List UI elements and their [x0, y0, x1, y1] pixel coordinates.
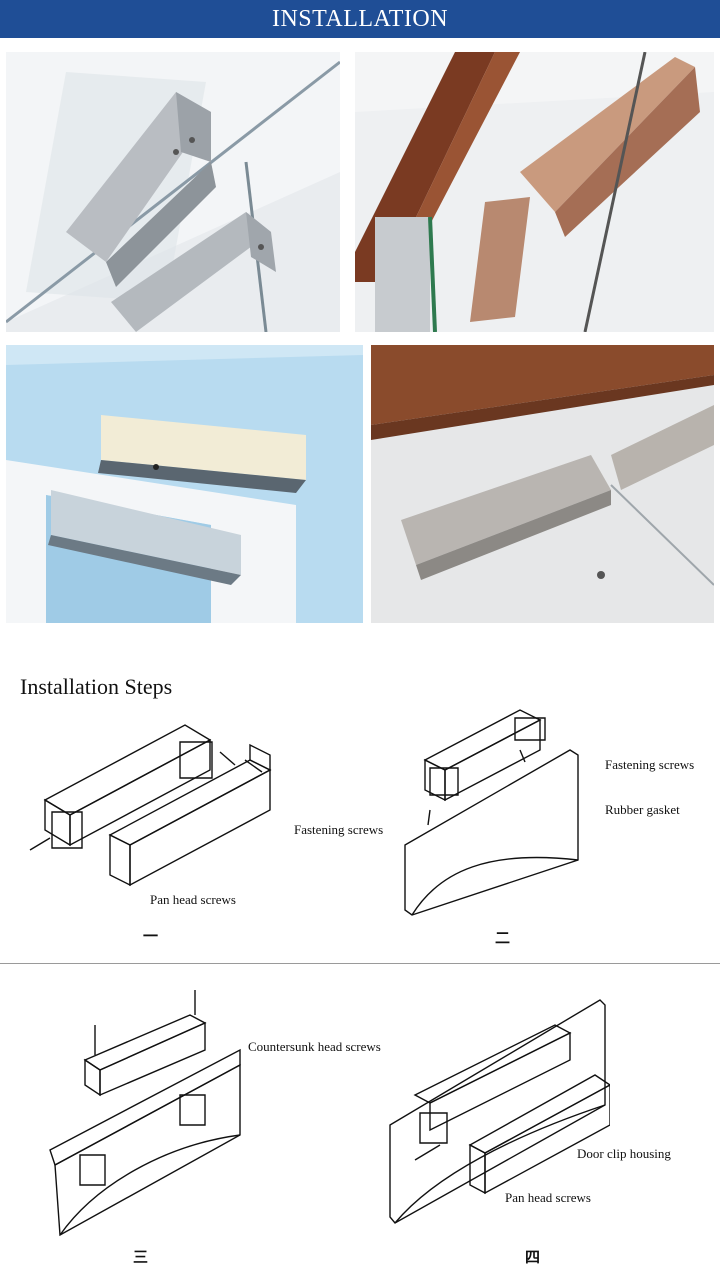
- label-fastening-screws-2: Fastening screws: [605, 757, 695, 772]
- label-rubber-gasket: Rubber gasket: [605, 802, 680, 817]
- label-door-clip-housing: Door clip housing: [577, 1146, 671, 1161]
- photo-bracket-glass-1: [6, 52, 340, 332]
- step-2-number: 二: [495, 931, 511, 947]
- label-fastening-screws-1: Fastening screws: [294, 822, 384, 837]
- photo-bracket-render: [6, 345, 363, 623]
- step-3-diagram: [45, 985, 250, 1240]
- step-3-number: 三: [133, 1250, 149, 1266]
- installation-banner: INSTALLATION: [0, 0, 720, 38]
- label-pan-head-screws-1: Pan head screws: [150, 892, 236, 907]
- step-2-diagram: [400, 700, 600, 925]
- banner-title: INSTALLATION: [271, 6, 449, 32]
- installation-steps-title: Installation Steps: [20, 674, 173, 699]
- photo-bracket-installed: [371, 345, 714, 623]
- step-1-number: 一: [143, 929, 159, 945]
- label-pan-head-screws-4: Pan head screws: [505, 1190, 591, 1205]
- step-1-diagram: [20, 700, 300, 890]
- step-4-diagram: [385, 995, 610, 1225]
- step-4-number: 四: [525, 1250, 541, 1266]
- photo-bracket-glass-2: [355, 52, 714, 332]
- section-divider: [0, 963, 720, 964]
- label-countersunk-head-screws: Countersunk head screws: [248, 1039, 381, 1054]
